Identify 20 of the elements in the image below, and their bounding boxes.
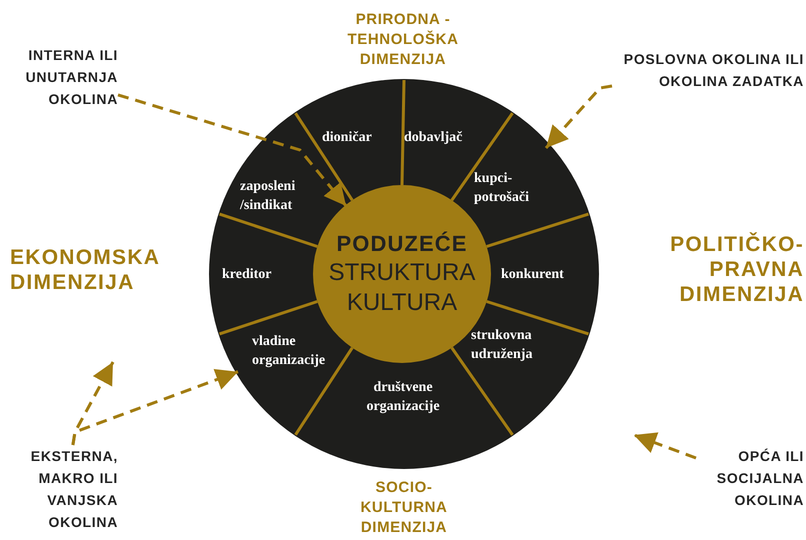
environment-label: EKSTERNA, MAKRO ILI VANJSKA OKOLINA xyxy=(14,445,118,533)
dashed-arrow xyxy=(633,432,697,460)
dimension-label: EKONOMSKA DIMENZIJA xyxy=(10,245,160,295)
dimension-label: SOCIO- KULTURNA DIMENZIJA xyxy=(359,478,448,538)
dashed-arrow xyxy=(544,84,612,149)
segment-label: strukovna udruženja xyxy=(457,326,567,364)
segment-label: kupci- potrošači xyxy=(460,148,560,228)
company-subtitle: STRUKTURA KULTURA xyxy=(328,258,476,318)
environment-label: OPĆA ILI SOCIJALNA OKOLINA xyxy=(696,445,804,511)
segment-label: kreditor xyxy=(208,264,316,284)
dimension-label: PRIRODNA - TEHNOLOŠKA DIMENZIJA xyxy=(346,10,460,70)
segment-label: dobavljač xyxy=(390,127,498,147)
company-title: PODUZEĆE xyxy=(336,230,468,258)
dimension-label: POLITIČKO- PRAVNA DIMENZIJA xyxy=(669,232,804,307)
dashed-arrow xyxy=(118,93,348,207)
segment-label: zaposleni /sindikat xyxy=(226,177,334,215)
dashed-arrow xyxy=(71,369,239,446)
segment-label: konkurent xyxy=(487,264,599,284)
environment-label: INTERNA ILI UNUTARNJA OKOLINA xyxy=(0,44,118,110)
environment-label: POSLOVNA OKOLINA ILI OKOLINA ZADATKA xyxy=(612,48,804,92)
